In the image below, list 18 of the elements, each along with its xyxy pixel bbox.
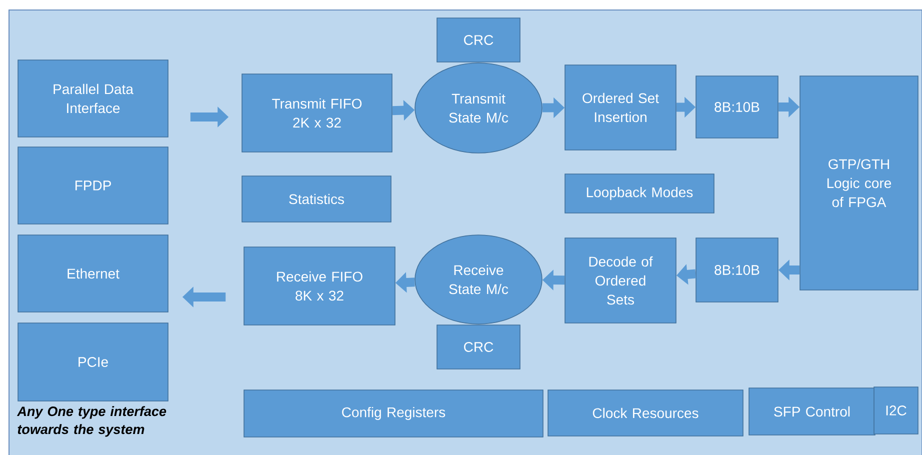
block-box: GTP/GTH Logic core of FPGA: [800, 76, 918, 290]
block-box: Transmit FIFO 2K x 32: [242, 74, 392, 152]
block-box: FPDP: [18, 146, 168, 224]
block-box: Statistics: [242, 176, 392, 222]
block-box: Ethernet: [18, 234, 168, 312]
block-box: CRC: [436, 324, 520, 370]
block-box: CRC: [436, 18, 520, 62]
block-box: Clock Resources: [548, 390, 744, 436]
block-box: PCIe: [18, 322, 168, 402]
block-box: Decode of Ordered Sets: [564, 238, 676, 324]
block-box: 8B:10B: [696, 238, 778, 302]
block-box: Parallel Data Interface: [18, 60, 168, 138]
block-box: I2C: [874, 386, 918, 434]
block-box: Config Registers: [244, 390, 544, 438]
block-box: Ordered Set Insertion: [564, 64, 676, 150]
block-box: Loopback Modes: [564, 174, 714, 214]
block-box: 8B:10B: [696, 76, 778, 138]
block-box: Receive FIFO 8K x 32: [244, 246, 396, 326]
